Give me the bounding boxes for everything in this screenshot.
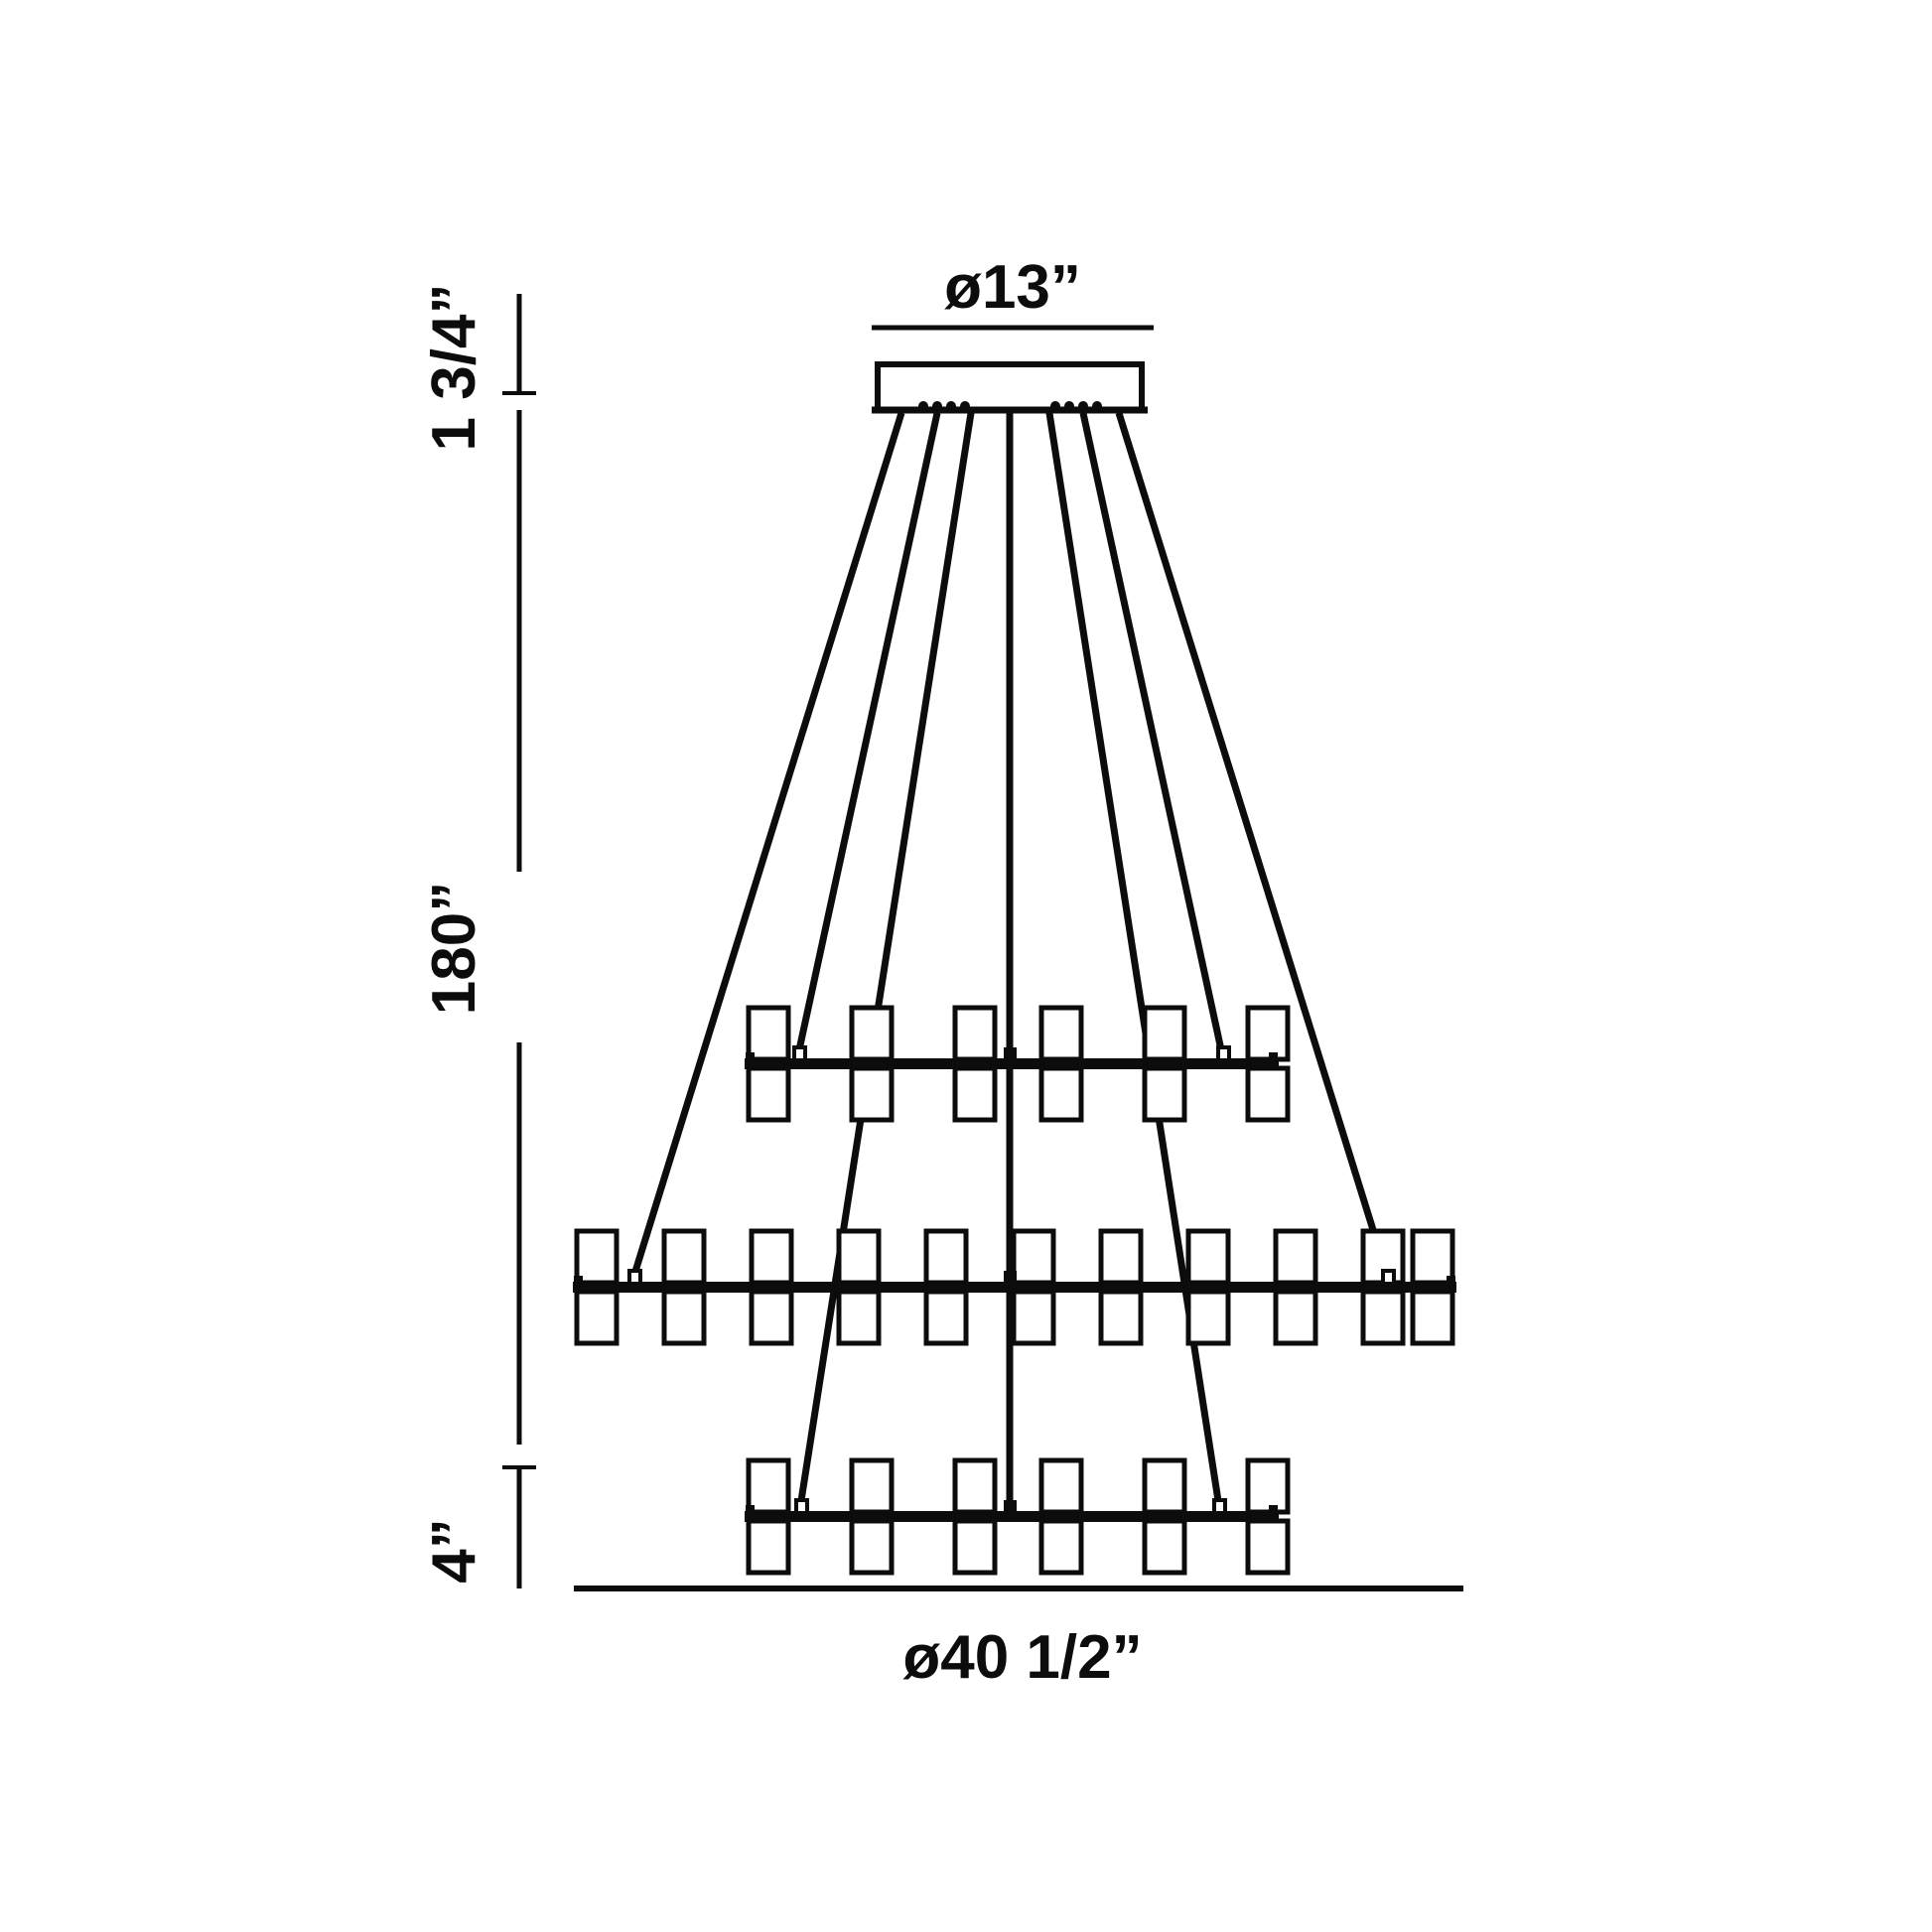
light-module <box>661 1228 707 1286</box>
tier-lower-modules-bottom <box>746 1518 1291 1576</box>
light-module <box>1185 1228 1231 1286</box>
light-module <box>746 1065 791 1123</box>
drop-height-label: 180” <box>420 882 488 1015</box>
light-module <box>1011 1228 1056 1286</box>
light-module <box>1098 1228 1144 1286</box>
canopy-dot <box>918 401 928 411</box>
light-module <box>661 1289 707 1346</box>
cable-outer-right <box>1115 411 1392 1280</box>
tier-lower-endcap-left <box>746 1505 755 1521</box>
light-module <box>1038 1005 1084 1062</box>
light-module <box>1245 1005 1291 1062</box>
canopy-dot <box>932 401 942 411</box>
light-module <box>746 1518 791 1576</box>
light-module <box>1410 1289 1455 1346</box>
suspension-cables <box>629 411 1392 1517</box>
tier-upper <box>745 1005 1291 1123</box>
cable-lower-left <box>796 412 975 1508</box>
cable-anchor <box>794 1498 809 1515</box>
tier-middle <box>573 1228 1456 1346</box>
light-module <box>574 1289 620 1346</box>
cable-anchor <box>1216 1045 1231 1062</box>
light-module <box>1011 1289 1056 1346</box>
canopy-fastener-dots-left <box>918 401 970 411</box>
light-module <box>1142 1005 1187 1062</box>
light-module <box>1245 1457 1291 1515</box>
tier-lower-endcap-right <box>1269 1505 1278 1521</box>
cable-anchor <box>1212 1498 1227 1515</box>
tier-lower-center-anchor <box>1004 1500 1017 1514</box>
tier-lower-cable-anchors <box>794 1498 1227 1515</box>
tier-upper-endcap-left <box>746 1052 755 1068</box>
tier-middle-endcap-left <box>574 1276 583 1292</box>
light-module <box>1142 1457 1187 1515</box>
cable-anchor <box>792 1045 807 1062</box>
tier-middle-center-anchor <box>1004 1271 1017 1285</box>
dimension-lines <box>502 294 1463 1591</box>
tier-upper-endcap-right <box>1269 1052 1278 1068</box>
canopy-fastener-dots-right <box>1050 401 1102 411</box>
light-module <box>1185 1289 1231 1346</box>
cable-upper-left <box>794 412 941 1055</box>
canopy-height-label: 1 3/4” <box>420 284 488 452</box>
light-module <box>849 1065 895 1123</box>
light-module <box>1098 1289 1144 1346</box>
cable-upper-right <box>1079 412 1226 1055</box>
tier-upper-modules-top <box>746 1005 1291 1062</box>
canopy-dot <box>1064 401 1074 411</box>
light-module <box>849 1005 895 1062</box>
canopy-dot <box>1078 401 1088 411</box>
cable-outer-left <box>629 411 905 1280</box>
tier-middle-cable-anchors <box>627 1269 1396 1286</box>
light-module <box>1142 1518 1187 1576</box>
light-module <box>952 1518 998 1576</box>
light-module <box>1273 1228 1318 1286</box>
canopy-dot <box>1050 401 1060 411</box>
tier-middle-endcap-right <box>1447 1276 1455 1292</box>
tier-lower <box>745 1457 1291 1576</box>
tier-lower-modules-top <box>746 1457 1291 1515</box>
light-module <box>952 1065 998 1123</box>
canopy-dot <box>960 401 970 411</box>
ceiling-canopy-group <box>872 361 1148 414</box>
light-module <box>1038 1518 1084 1576</box>
tier-upper-center-anchor <box>1004 1047 1017 1061</box>
tier-upper-modules-bottom <box>746 1065 1291 1123</box>
cable-anchor <box>1381 1269 1396 1286</box>
fixture-height-label: 4” <box>420 1518 488 1583</box>
light-module <box>1360 1289 1406 1346</box>
light-module <box>849 1457 895 1515</box>
light-module <box>749 1289 794 1346</box>
light-module <box>746 1005 791 1062</box>
light-module <box>1142 1065 1187 1123</box>
light-module <box>836 1228 882 1286</box>
light-module <box>1038 1457 1084 1515</box>
light-module <box>1245 1065 1291 1123</box>
light-module <box>574 1228 620 1286</box>
ceiling-canopy <box>875 361 1145 413</box>
tier-middle-modules-bottom <box>574 1289 1455 1346</box>
tier-upper-cable-anchors <box>792 1045 1231 1062</box>
light-module <box>923 1289 969 1346</box>
light-module <box>749 1228 794 1286</box>
bottom-diameter-label: ø40 1/2” <box>902 1623 1142 1692</box>
cable-anchor <box>627 1269 642 1286</box>
light-module <box>952 1457 998 1515</box>
light-module <box>836 1289 882 1346</box>
light-module <box>923 1228 969 1286</box>
light-module <box>1410 1228 1455 1286</box>
light-module <box>1245 1518 1291 1576</box>
light-module <box>1038 1065 1084 1123</box>
top-diameter-label: ø13” <box>944 253 1081 322</box>
canopy-dot <box>1092 401 1102 411</box>
canopy-dot <box>946 401 956 411</box>
light-module <box>952 1005 998 1062</box>
light-module <box>849 1518 895 1576</box>
light-module <box>1273 1289 1318 1346</box>
light-module <box>746 1457 791 1515</box>
